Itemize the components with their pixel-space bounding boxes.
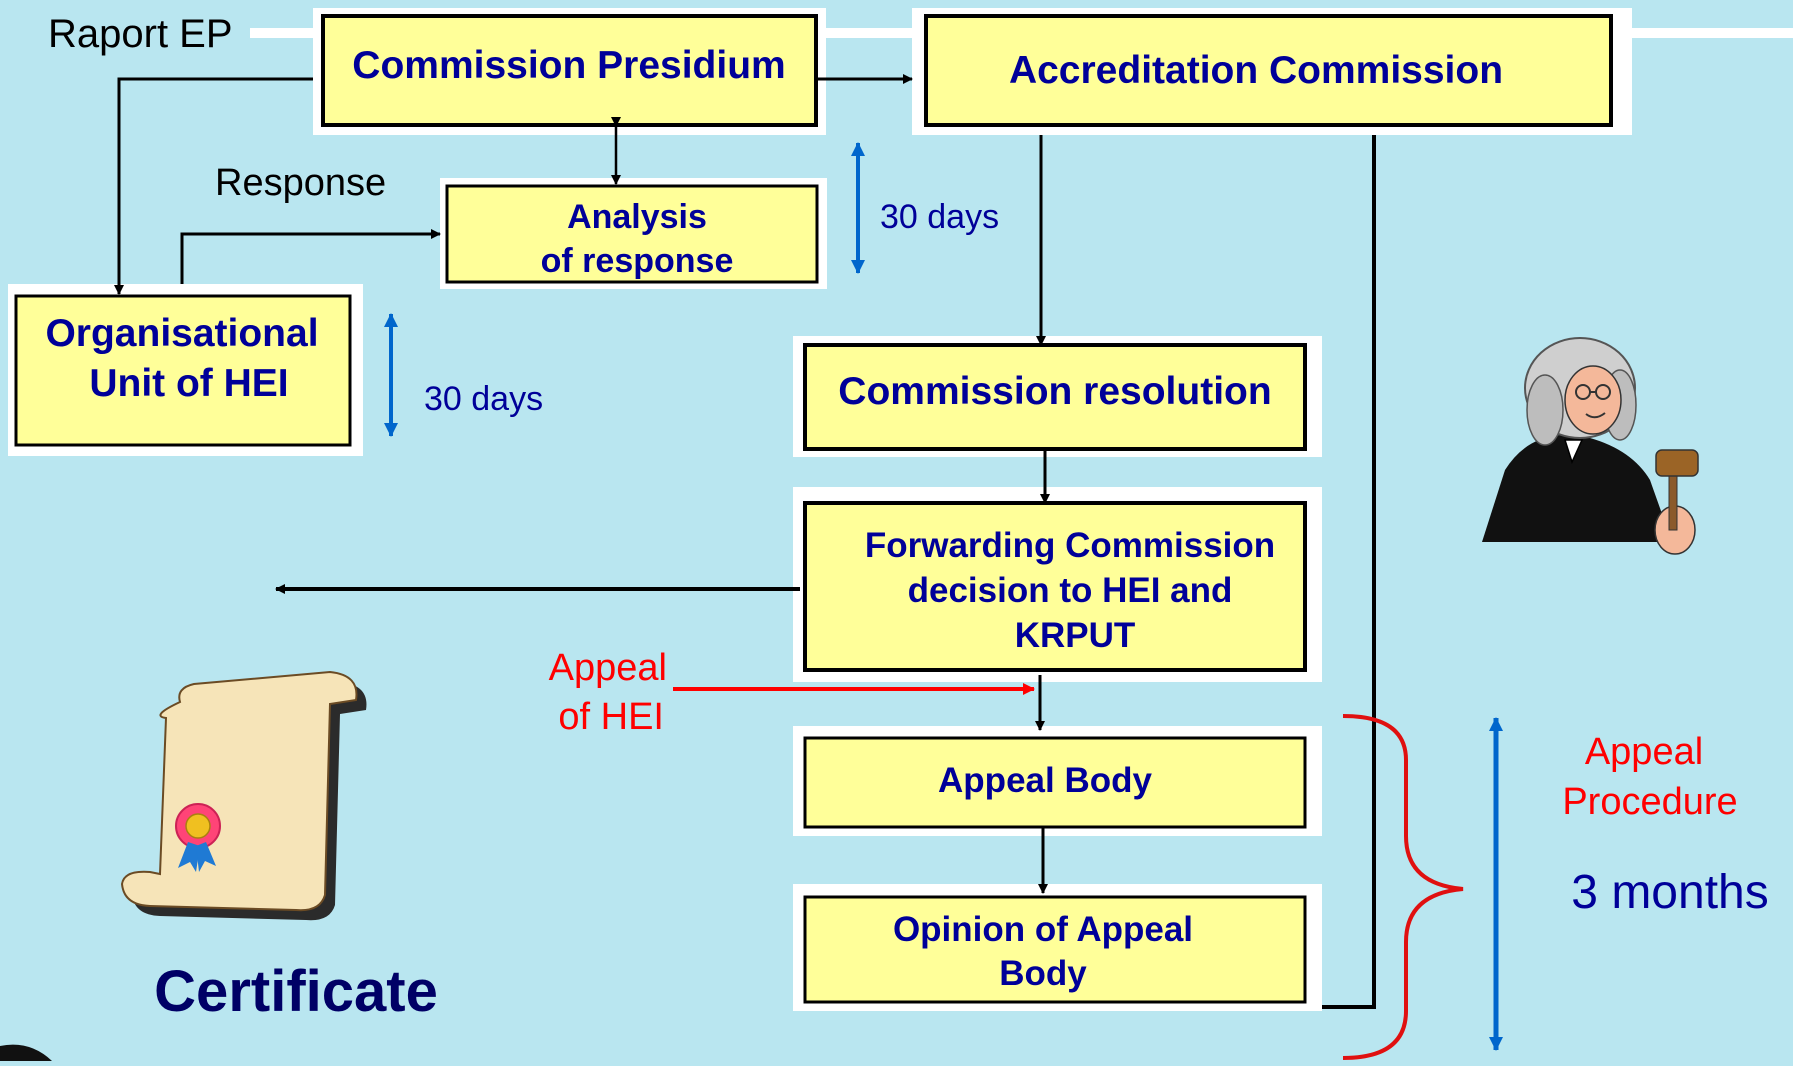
label-appeal-of-hei-line1: Appeal bbox=[549, 647, 667, 689]
label-certificate: Certificate bbox=[154, 959, 438, 1024]
box-opinion-of-appeal-body: Opinion of Appeal Body bbox=[793, 884, 1322, 1011]
box-organisational-line2: Unit of HEI bbox=[89, 362, 288, 405]
box-commission-presidium-label: Commission Presidium bbox=[352, 44, 785, 87]
box-commission-presidium: Commission Presidium bbox=[313, 8, 826, 135]
box-forwarding-line2: decision to HEI and bbox=[908, 571, 1233, 610]
appeal-procedure-brace bbox=[1342, 714, 1464, 1060]
line-opinion-to-accreditation bbox=[1322, 135, 1376, 1009]
box-appeal-body: Appeal Body bbox=[793, 726, 1322, 836]
label-three-months: 3 months bbox=[1571, 866, 1768, 919]
box-commission-resolution: Commission resolution bbox=[793, 336, 1322, 457]
judge-with-gavel-icon bbox=[1482, 337, 1699, 555]
box-forwarding-decision: Forwarding Commission decision to HEI an… bbox=[793, 487, 1322, 682]
label-appeal-procedure-line2: Procedure bbox=[1562, 781, 1737, 823]
box-analysis-of-response: Analysis of response bbox=[440, 178, 827, 289]
box-forwarding-line1: Forwarding Commission bbox=[865, 526, 1275, 565]
box-appeal-body-label: Appeal Body bbox=[938, 761, 1152, 800]
label-days-upper: 30 days bbox=[880, 198, 999, 236]
label-appeal-of-hei-line2: of HEI bbox=[558, 696, 664, 738]
box-opinion-line2: Body bbox=[999, 954, 1087, 993]
label-days-lower: 30 days bbox=[424, 380, 543, 418]
top-banner-line bbox=[0, 0, 1793, 8]
box-analysis-line1: Analysis bbox=[567, 198, 707, 236]
label-appeal-procedure-line1: Appeal bbox=[1585, 731, 1703, 773]
arrow-presidium-to-organisational-unit bbox=[114, 77, 313, 295]
box-accreditation-commission-label: Accreditation Commission bbox=[1009, 49, 1503, 92]
corner-dark-fragment bbox=[0, 1044, 52, 1061]
arrow-response-to-analysis bbox=[180, 229, 441, 284]
box-analysis-line2: of response bbox=[541, 242, 734, 280]
box-opinion-line1: Opinion of Appeal bbox=[893, 910, 1193, 949]
certificate-scroll-icon bbox=[120, 670, 367, 921]
box-accreditation-commission: Accreditation Commission bbox=[912, 8, 1632, 135]
box-organisational-unit: Organisational Unit of HEI bbox=[8, 284, 363, 456]
box-forwarding-line3: KRPUT bbox=[1015, 616, 1136, 655]
label-response: Response bbox=[215, 162, 386, 204]
box-organisational-line1: Organisational bbox=[45, 312, 318, 355]
label-raport-ep: Raport EP bbox=[48, 12, 233, 56]
box-commission-resolution-label: Commission resolution bbox=[838, 370, 1271, 413]
